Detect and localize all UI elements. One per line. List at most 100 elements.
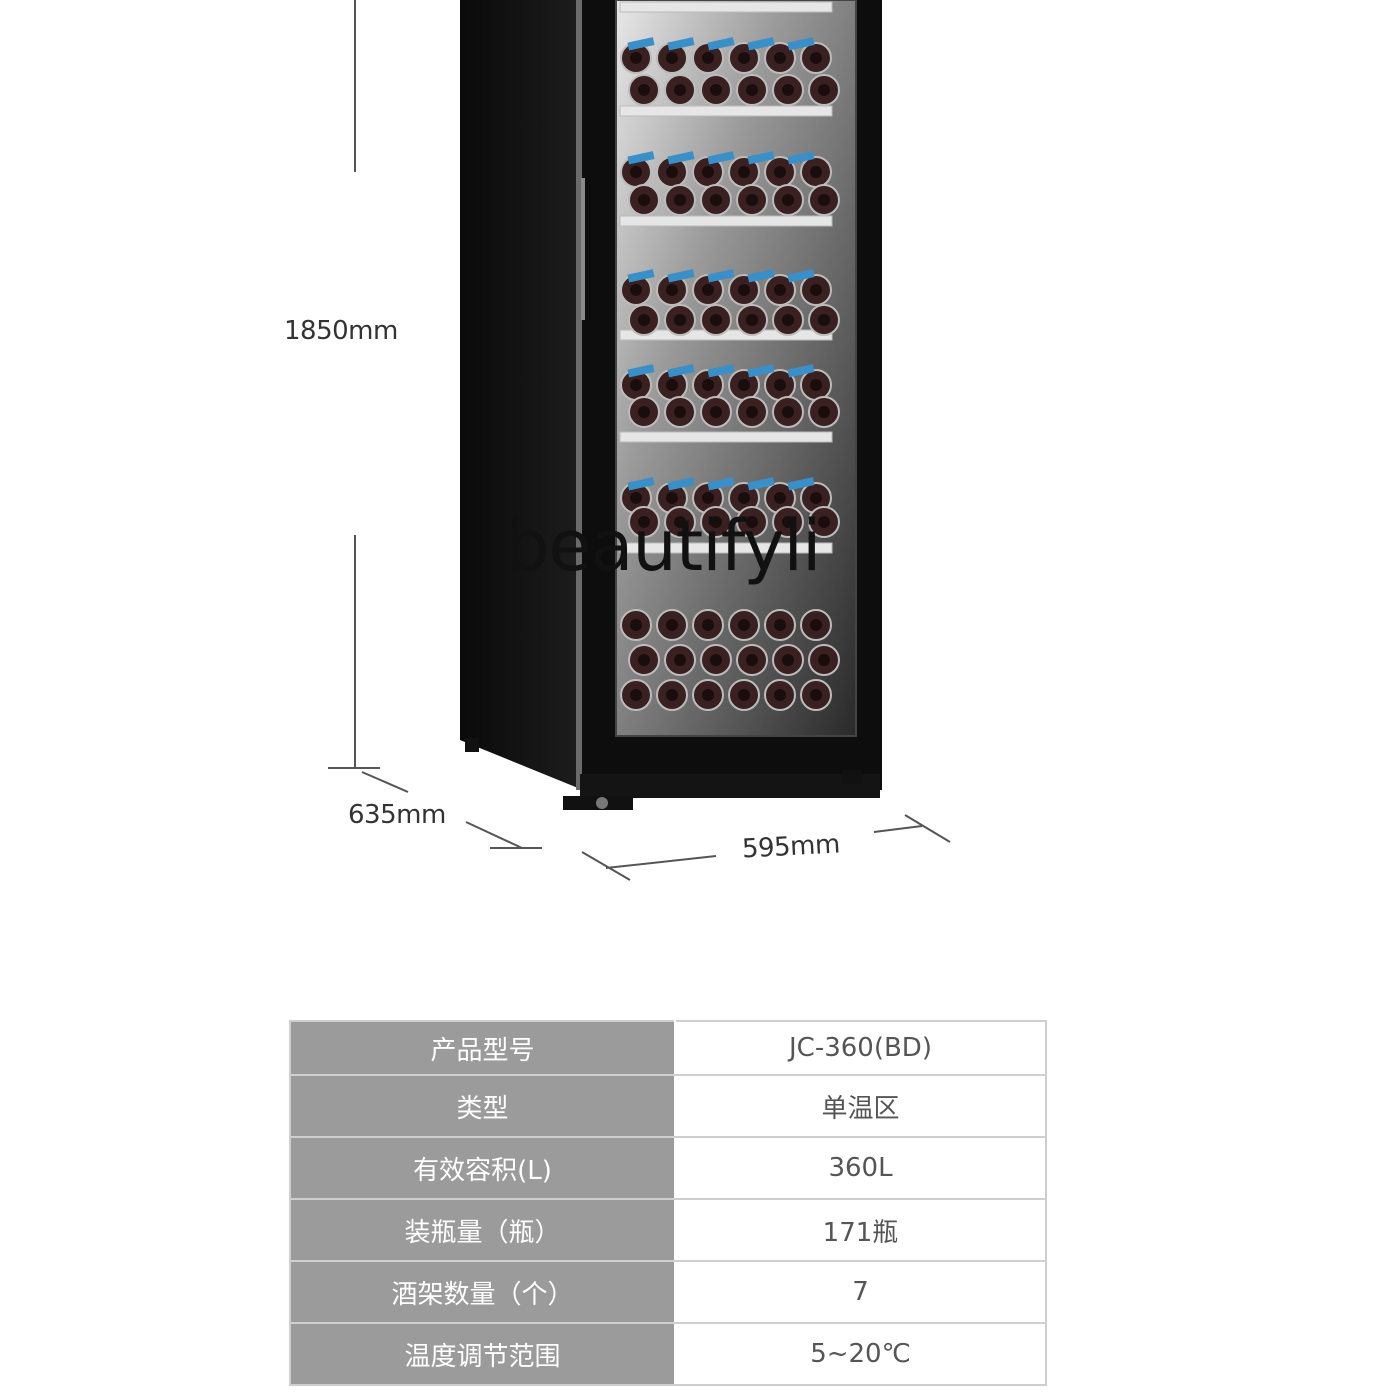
bottle-punt xyxy=(702,689,714,701)
bottle-punt xyxy=(774,619,786,631)
bottle-punt xyxy=(666,492,678,504)
bottle-punt xyxy=(746,516,758,528)
bottle-label xyxy=(747,477,775,491)
bottle-punt xyxy=(746,654,758,666)
bottle-punt xyxy=(782,516,794,528)
bottle-punt xyxy=(666,284,678,296)
bottle-punt xyxy=(746,194,758,206)
bottle-label xyxy=(627,364,655,378)
bottle-label xyxy=(707,477,735,491)
bottle-punt xyxy=(738,379,750,391)
bottle-punt xyxy=(666,52,678,64)
bottle-punt xyxy=(782,406,794,418)
spec-row-shelves: 酒架数量（个） 7 xyxy=(289,1260,1047,1324)
spec-row-model: 产品型号 JC-360(BD) xyxy=(289,1020,1047,1076)
bottle-punt xyxy=(702,166,714,178)
spec-value: JC-360(BD) xyxy=(674,1020,1047,1076)
bottle-punt xyxy=(738,492,750,504)
bottle-punt xyxy=(638,654,650,666)
bottle-punt xyxy=(774,52,786,64)
bottle-label xyxy=(787,37,815,51)
width-dimension-line xyxy=(581,814,951,881)
bottle-punt xyxy=(630,492,642,504)
bottle-label xyxy=(627,151,655,165)
bottle-punt xyxy=(774,284,786,296)
spec-label: 温度调节范围 xyxy=(289,1322,676,1386)
bottle-punt xyxy=(774,492,786,504)
bottle-punt xyxy=(710,516,722,528)
bottle-label xyxy=(707,364,735,378)
bottle-punt xyxy=(738,619,750,631)
bottle-label xyxy=(627,477,655,491)
spec-table: 产品型号 JC-360(BD) 类型 单温区 有效容积(L) 360L 装瓶量（… xyxy=(289,1020,1047,1386)
bottle-punt xyxy=(710,406,722,418)
bottle-punt xyxy=(782,654,794,666)
bottle-label xyxy=(747,364,775,378)
bottle-punt xyxy=(738,52,750,64)
bottle-label xyxy=(747,37,775,51)
bottle-label xyxy=(747,269,775,283)
bottle-label xyxy=(667,477,695,491)
bottle-punt xyxy=(630,689,642,701)
bottle-label xyxy=(747,151,775,165)
spec-row-bottles: 装瓶量（瓶） 171瓶 xyxy=(289,1198,1047,1262)
spec-row-temperature: 温度调节范围 5~20℃ xyxy=(289,1322,1047,1386)
bottle-punt xyxy=(818,406,830,418)
bottle-punt xyxy=(810,492,822,504)
spec-value: 360L xyxy=(674,1136,1047,1200)
bottle-punt xyxy=(674,654,686,666)
spec-value: 5~20℃ xyxy=(674,1322,1047,1386)
bottle-punt xyxy=(782,314,794,326)
bottle-punt xyxy=(810,689,822,701)
bottle-punt xyxy=(666,689,678,701)
bottle-punt xyxy=(674,84,686,96)
bottle-label xyxy=(787,269,815,283)
bottle-punt xyxy=(638,314,650,326)
spec-value: 单温区 xyxy=(674,1074,1047,1138)
height-dimension-line xyxy=(328,0,380,769)
bottle-punt xyxy=(810,619,822,631)
bottle-punt xyxy=(746,84,758,96)
bottle-punt xyxy=(630,52,642,64)
spec-label: 类型 xyxy=(289,1074,676,1138)
bottle-punt xyxy=(638,516,650,528)
bottle-punt xyxy=(674,194,686,206)
bottle-punt xyxy=(738,284,750,296)
bottle-punt xyxy=(702,284,714,296)
bottle-punt xyxy=(702,52,714,64)
watermark-text: beautifyli xyxy=(505,505,821,587)
bottle-punt xyxy=(738,689,750,701)
bottle-punt xyxy=(810,52,822,64)
bottle-punt xyxy=(710,194,722,206)
bottle-punt xyxy=(674,406,686,418)
bottle-punt xyxy=(630,284,642,296)
height-dimension-label: 1850mm xyxy=(284,316,398,346)
bottle-punt xyxy=(666,379,678,391)
bottle-label xyxy=(787,477,815,491)
bottle-punt xyxy=(638,84,650,96)
spec-label: 有效容积(L) xyxy=(289,1136,676,1200)
bottle-punt xyxy=(702,492,714,504)
bottle-label xyxy=(667,269,695,283)
bottle-label xyxy=(667,364,695,378)
spec-label: 装瓶量（瓶） xyxy=(289,1198,676,1262)
bottle-punt xyxy=(810,166,822,178)
bottle-punt xyxy=(638,406,650,418)
bottle-label xyxy=(667,151,695,165)
spec-label: 产品型号 xyxy=(289,1020,676,1076)
wine-cabinet-illustration xyxy=(328,0,951,881)
bottle-punt xyxy=(630,166,642,178)
bottle-punt xyxy=(710,84,722,96)
bottle-punt xyxy=(666,619,678,631)
spec-label: 酒架数量（个） xyxy=(289,1260,676,1324)
bottle-label xyxy=(707,151,735,165)
bottle-punt xyxy=(630,619,642,631)
bottle-punt xyxy=(782,194,794,206)
bottle-label xyxy=(627,37,655,51)
depth-dimension-line xyxy=(361,771,542,849)
bottle-punt xyxy=(702,379,714,391)
bottle-punt xyxy=(774,166,786,178)
bottle-label xyxy=(707,269,735,283)
bottle-punt xyxy=(782,84,794,96)
spec-value: 171瓶 xyxy=(674,1198,1047,1262)
